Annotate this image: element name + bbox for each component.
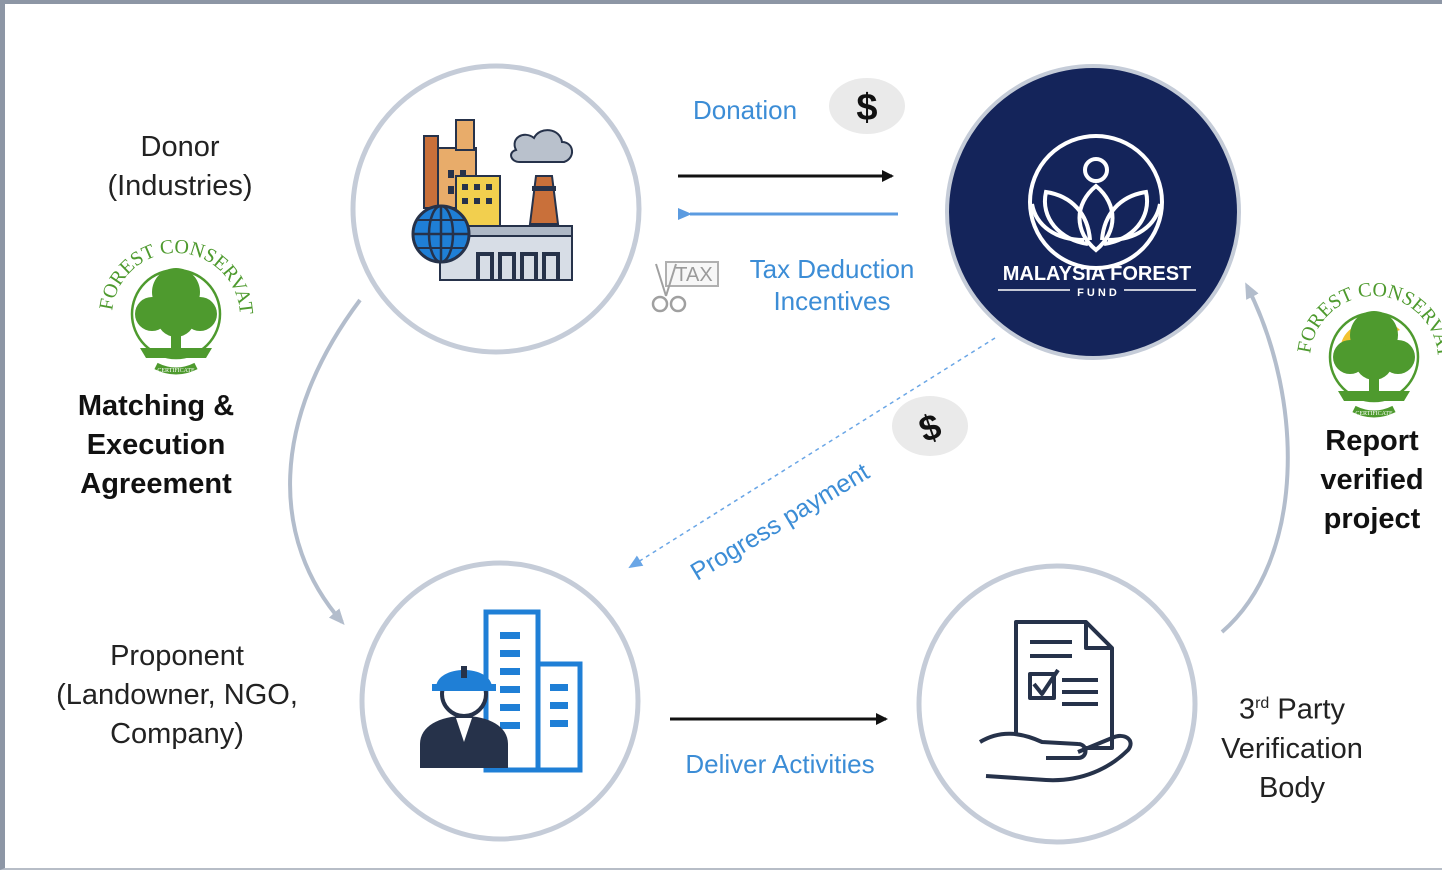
donor-subtitle: (Industries) [107,170,253,202]
donation-label: Donation [692,95,798,125]
donor-title: Donor [140,131,220,163]
seal-bottom-text: CERTIFICATE [1355,411,1393,417]
verification-body-label: 3rd Party Verification Body [1192,684,1392,808]
donor-label: Donor (Industries) [80,128,280,206]
proponent-subtitle: (Landowner, NGO, [56,679,298,711]
factory-icon [411,119,573,281]
proponent-label: Proponent (Landowner, NGO, Company) [26,637,328,754]
verification-line-3: Body [1258,771,1326,804]
verification-line-1: 3rd Party [1192,684,1392,730]
arrow-verification-to-mff [1220,282,1290,634]
report-verified-label: Report verified project [1296,422,1442,539]
matching-line-3: Agreement [80,468,232,500]
verification-line-2: Verification [1221,732,1363,765]
matching-line-2: Execution [86,429,226,461]
deliver-activities-label: Deliver Activities [685,749,875,779]
arrow-donor-to-proponent [288,298,362,626]
engineer-building-icon [420,609,583,773]
matching-agreement-label: Matching & Execution Agreement [40,387,272,504]
tax-line-2: Incentives [773,286,891,316]
dollar-bubble-progress [892,396,968,456]
seal-bottom-text: CERTIFICATE [157,368,195,374]
verif-party: Party [1269,693,1346,726]
mff-name: MALAYSIA FOREST [1003,263,1192,285]
matching-line-1: Matching & [77,390,235,422]
tax-tag-text: TAX [675,264,712,286]
report-line-1: Report [1325,425,1419,457]
document-hand-icon [978,620,1133,783]
mff-fund: F U N D [1077,287,1117,299]
mff-circle [945,64,1241,360]
report-line-2: verified [1320,464,1424,496]
report-line-3: project [1323,503,1421,535]
mff-leaf-logo-icon [1028,134,1164,270]
dollar-bubble-donation [829,78,905,134]
progress-payment-label: Progress payment [686,458,874,587]
proponent-title: Proponent [110,640,244,672]
verif-ordinal: 3 [1238,693,1256,726]
proponent-subtitle-2: Company) [110,718,244,750]
tax-incentive-label: Tax Deduction Incentives [722,253,942,317]
verif-ordinal-suffix: rd [1255,695,1270,712]
tax-scissors-icon: TAX [651,261,719,313]
dollar-icon: $ [856,87,877,129]
tax-line-1: Tax Deduction [749,254,915,284]
